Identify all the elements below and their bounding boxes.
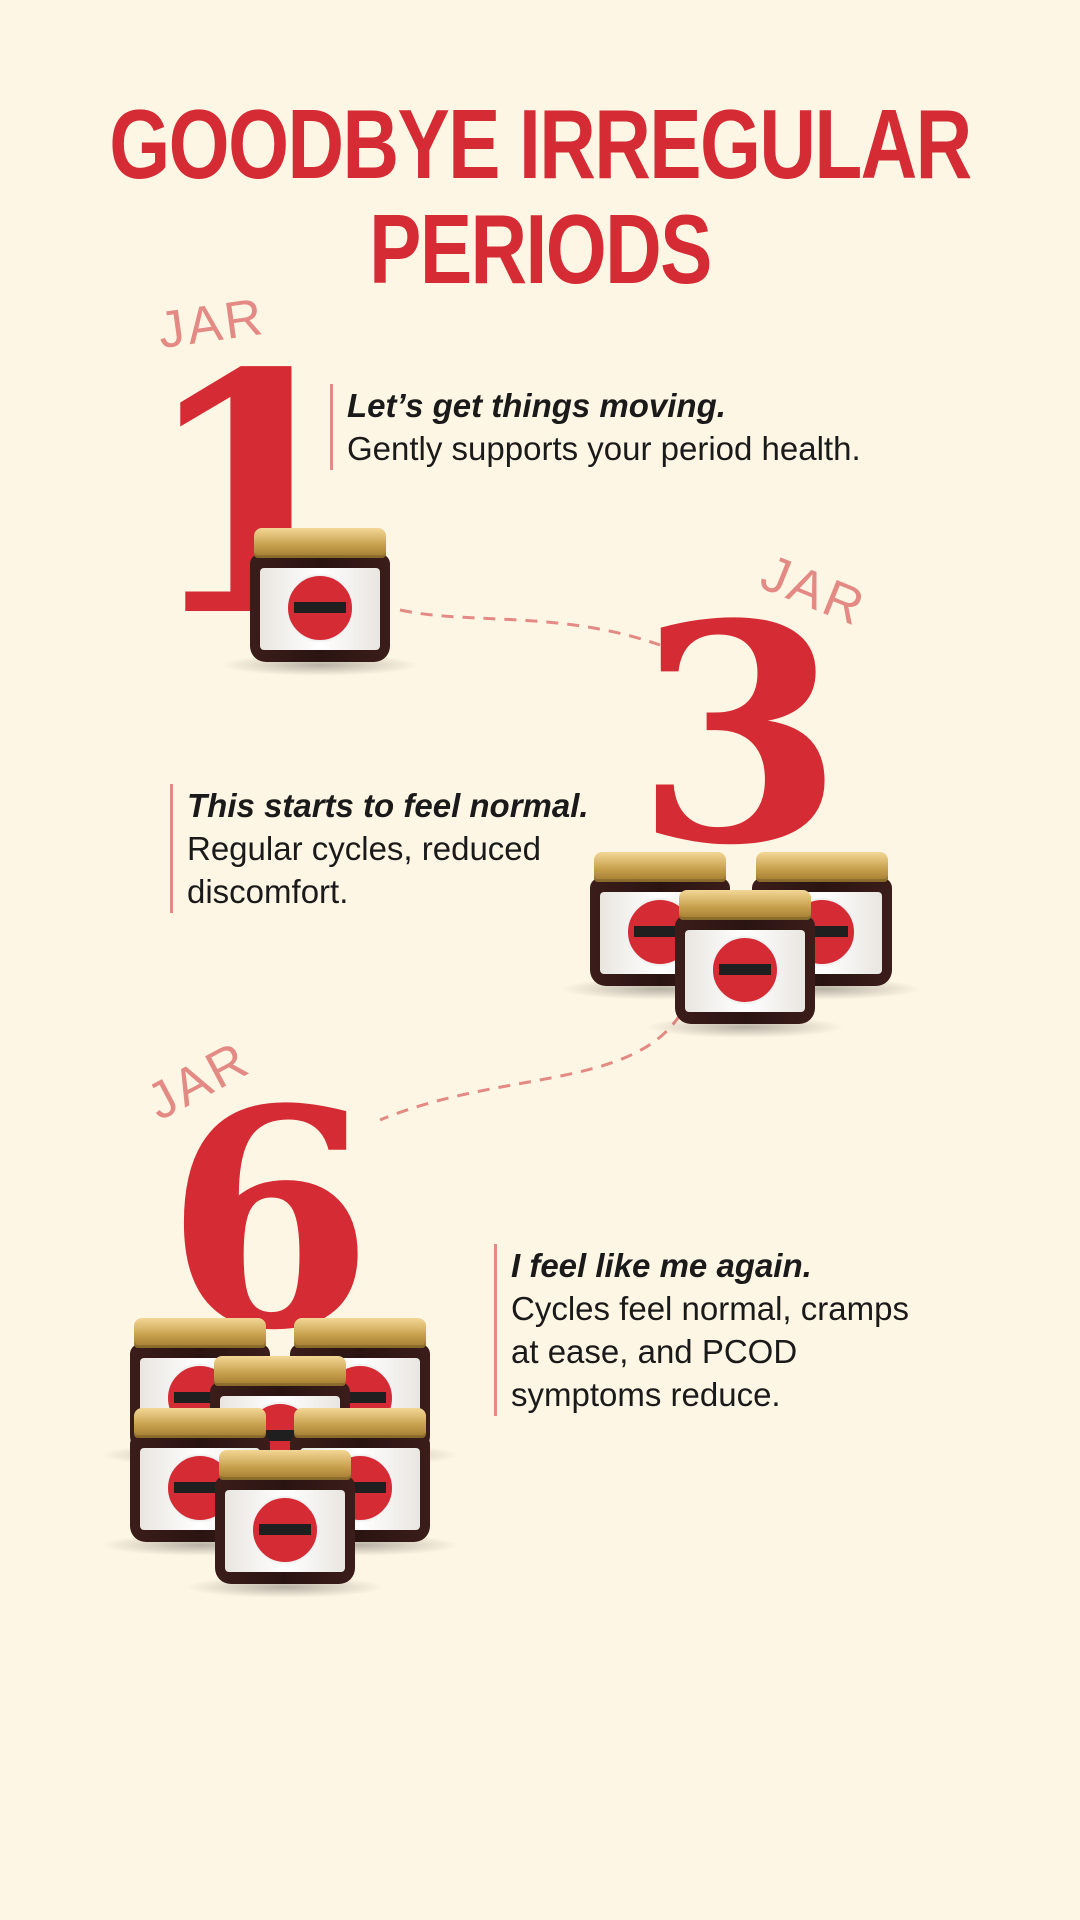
dashed-connector-line-3-to-6 — [379, 1014, 682, 1122]
step-3-body: Regular cycles, reduced discomfort. — [187, 830, 542, 910]
step-1-body: Gently supports your period health. — [347, 430, 861, 467]
malt-jar-icon — [185, 1450, 385, 1598]
malt-jar-icon — [220, 528, 420, 676]
numeral-3: 3 — [635, 558, 844, 911]
headline-line-2: PERIODS — [369, 194, 712, 304]
step-1-text: Let’s get things moving. Gently supports… — [330, 384, 987, 470]
step-6-text: I feel like me again. Cycles feel normal… — [494, 1244, 911, 1416]
headline: GOODBYE IRREGULAR PERIODS — [108, 92, 972, 302]
step-3-text: This starts to feel normal. Regular cycl… — [170, 784, 607, 913]
step-3-heading: This starts to feel normal. — [187, 787, 589, 824]
step-6-heading: I feel like me again. — [511, 1247, 812, 1284]
dashed-connector-line-1-to-3 — [399, 608, 661, 647]
step-6-body: Cycles feel normal, cramps at ease, and … — [511, 1290, 909, 1413]
step-1-heading: Let’s get things moving. — [347, 387, 726, 424]
headline-line-1: GOODBYE IRREGULAR — [109, 89, 972, 199]
malt-jar-icon — [645, 890, 845, 1038]
